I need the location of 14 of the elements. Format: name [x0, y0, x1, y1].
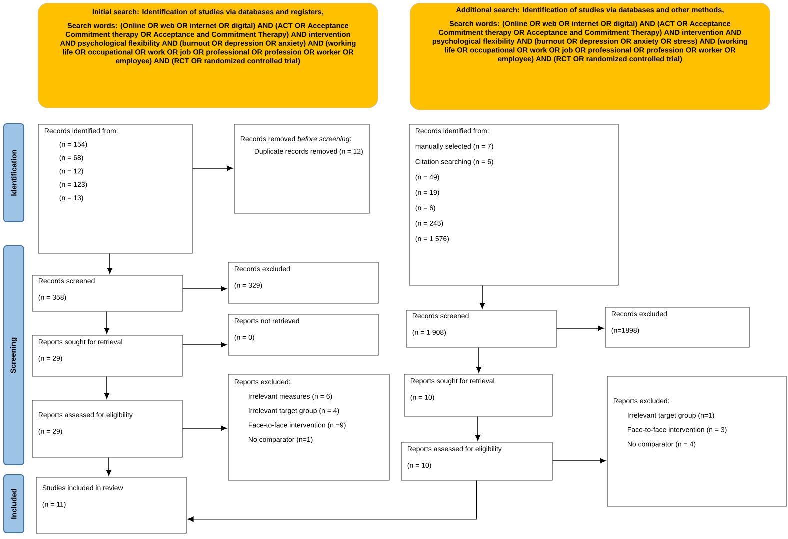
- arrow: [188, 480, 478, 522]
- arrow: [182, 342, 227, 348]
- arrow: [480, 285, 486, 309]
- arrow: [552, 458, 606, 464]
- arrow: [192, 166, 233, 172]
- arrow: [107, 253, 113, 274]
- arrow: [476, 347, 482, 373]
- arrow: [475, 416, 481, 441]
- arrow: [104, 311, 110, 334]
- arrow: [556, 326, 604, 332]
- arrow: [104, 376, 110, 399]
- arrow: [106, 457, 112, 476]
- arrow: [182, 426, 227, 432]
- arrow: [182, 286, 227, 292]
